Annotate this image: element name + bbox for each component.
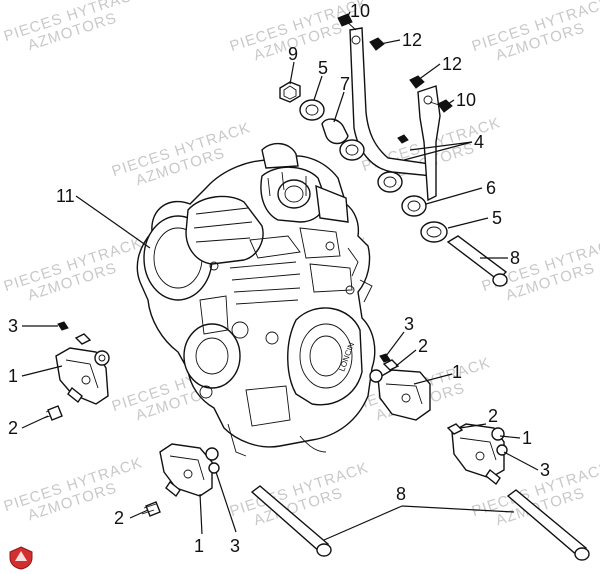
callout-1-left: 1 bbox=[8, 366, 18, 386]
callout-1-bottom-left: 1 bbox=[194, 536, 204, 556]
left-mount-assembly bbox=[43, 321, 110, 421]
nut-12-top bbox=[369, 37, 385, 51]
callout-11: 11 bbox=[56, 186, 75, 206]
upper-mount-assembly bbox=[279, 13, 508, 287]
leader-lines bbox=[21, 11, 539, 541]
callout-12-top: 12 bbox=[402, 30, 422, 50]
engine-assembly: LONCIN bbox=[136, 143, 376, 457]
callout-3-bottom-left: 3 bbox=[230, 536, 240, 556]
callout-1-center: 1 bbox=[452, 362, 462, 382]
callout-4: 4 bbox=[474, 132, 484, 152]
callout-5-top: 5 bbox=[318, 58, 328, 78]
callout-3-left: 3 bbox=[8, 316, 18, 336]
callout-2-center: 2 bbox=[418, 336, 428, 356]
callout-10-top: 10 bbox=[350, 1, 370, 21]
callout-6: 6 bbox=[486, 178, 496, 198]
center-mount-assembly bbox=[369, 353, 431, 421]
callout-12-right: 12 bbox=[442, 54, 462, 74]
bushing-6 bbox=[401, 195, 427, 217]
callout-labels: 10 12 9 5 7 12 10 4 11 6 5 8 3 1 2 3 2 1… bbox=[8, 1, 550, 556]
bolt-8-lower-left bbox=[250, 485, 330, 553]
bottom-right-mount-assembly bbox=[446, 423, 590, 561]
callout-2-bottom-left: 2 bbox=[114, 508, 124, 528]
callout-2-left: 2 bbox=[8, 418, 18, 438]
bolt-10-top bbox=[337, 13, 357, 31]
washer-5-bottom bbox=[420, 221, 448, 243]
bolt-8-lower-right bbox=[506, 489, 588, 557]
callout-8-upper: 8 bbox=[510, 248, 520, 268]
nut-12-right bbox=[409, 75, 425, 89]
brand-logo bbox=[9, 546, 33, 570]
callout-3-bottom-right: 3 bbox=[540, 460, 550, 480]
callout-5-bottom: 5 bbox=[492, 208, 502, 228]
callout-8-lower: 8 bbox=[396, 484, 406, 504]
washer-5-top bbox=[299, 99, 325, 121]
bolt-8-upper bbox=[446, 235, 508, 281]
callout-2-bottom-right: 2 bbox=[488, 406, 498, 426]
callout-9: 9 bbox=[288, 44, 298, 64]
bottom-left-mount-assembly bbox=[141, 443, 332, 557]
callout-1-bottom-right: 1 bbox=[522, 428, 532, 448]
callout-3-center: 3 bbox=[404, 314, 414, 334]
spacer-7 bbox=[321, 118, 349, 145]
callout-10-right: 10 bbox=[456, 90, 476, 110]
callout-7: 7 bbox=[340, 74, 350, 94]
